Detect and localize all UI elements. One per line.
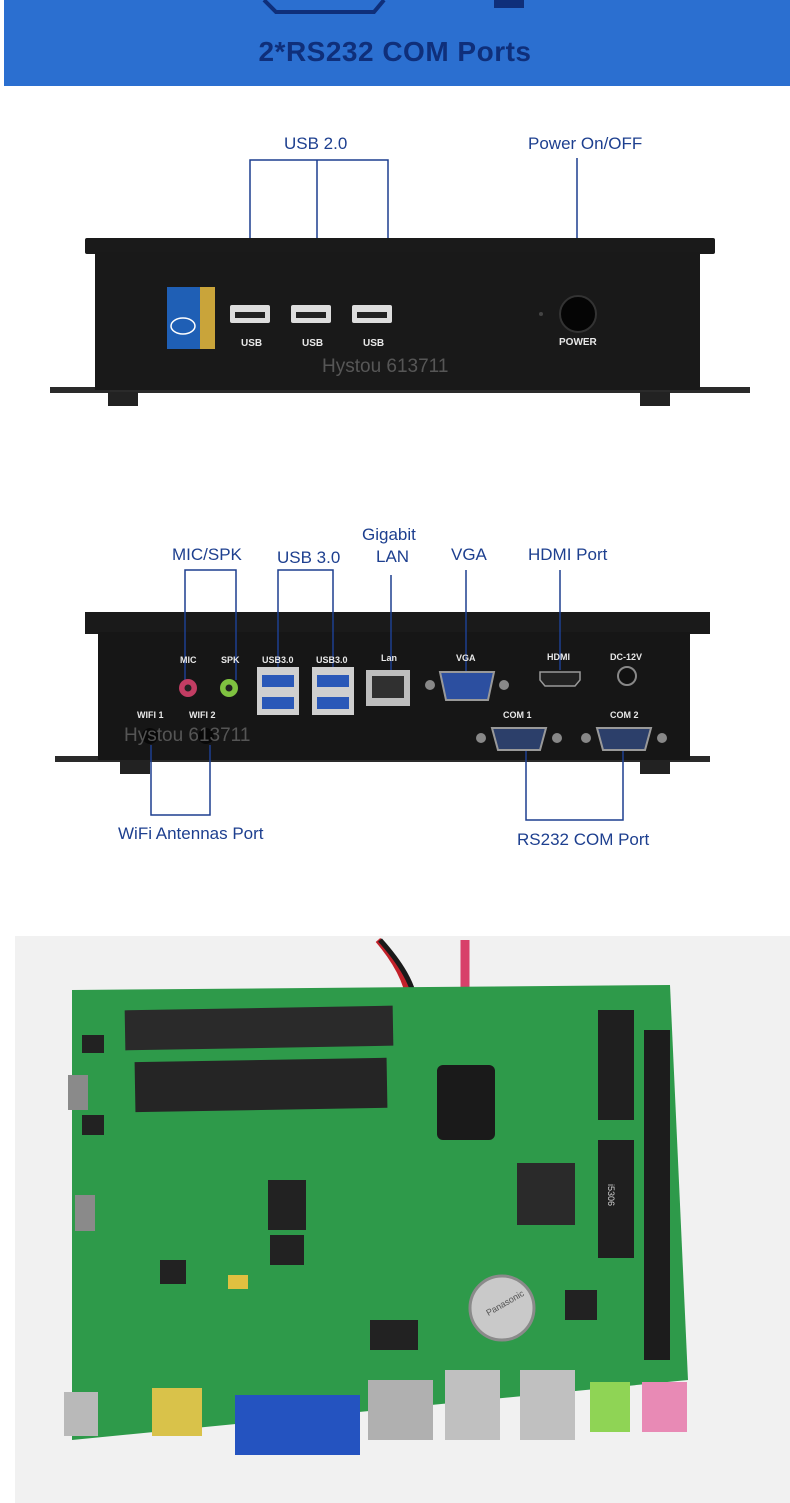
banner-title: 2*RS232 COM Ports [258,36,532,67]
usb-port-label-1: USB [241,338,263,349]
front-panel-device [50,158,750,406]
usb3-label-1: USB3.0 [262,655,294,665]
serial-port-icon [262,0,524,14]
header-banner [4,0,790,86]
com1-label: COM 1 [503,710,532,720]
rear-panel-device [55,569,710,821]
vga-label: VGA [456,653,476,663]
chip-text: i5306 [606,1183,617,1207]
spk-label: SPK [221,655,240,665]
rear-watermark: Hystou 613711 [124,725,251,746]
wifi2-label: WIFI 2 [189,710,216,720]
wifi-callout: WiFi Antennas Port [118,824,264,843]
wifi1-label: WIFI 1 [137,710,164,720]
motherboard-photo [15,936,790,1503]
lan-callout-line1: Gigabit [362,525,416,544]
lan-label: Lan [381,653,398,663]
mic-spk-callout: MIC/SPK [172,545,242,564]
power-callout: Power On/OFF [528,134,643,153]
usb3-callout: USB 3.0 [277,548,341,567]
hdmi-label: HDMI [547,652,570,662]
usb-port-label-3: USB [363,338,385,349]
power-label: POWER [559,337,597,348]
usb2-callout: USB 2.0 [284,134,348,153]
vga-callout: VGA [451,545,487,564]
mic-label: MIC [180,655,197,665]
front-watermark: Hystou 613711 [322,356,449,377]
com2-label: COM 2 [610,710,639,720]
usb-port-label-2: USB [302,338,324,349]
dc-label: DC-12V [610,652,643,662]
hdmi-callout: HDMI Port [528,545,608,564]
usb3-label-2: USB3.0 [316,655,348,665]
rs232-callout: RS232 COM Port [517,830,650,849]
lan-callout-line2: LAN [376,547,410,566]
